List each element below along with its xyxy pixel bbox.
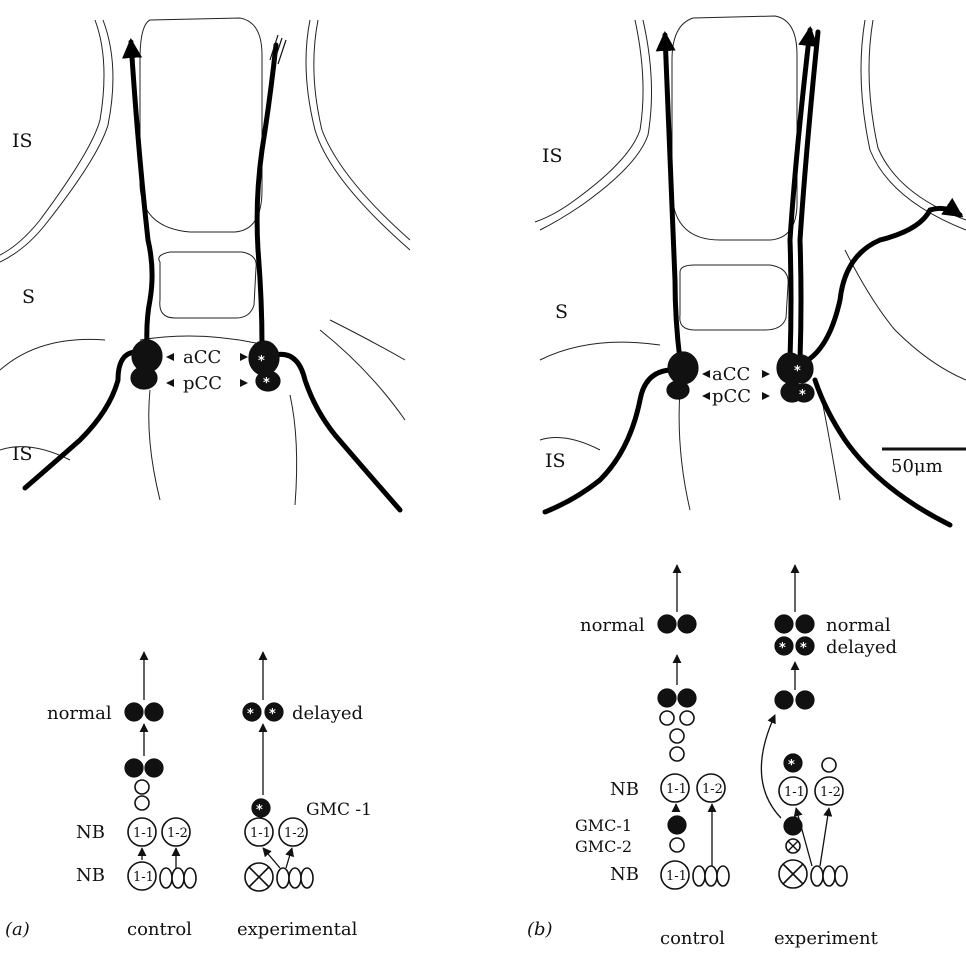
label-s-a: S (22, 286, 35, 308)
scale-bar-label: 50μm (891, 456, 943, 477)
b-delayed-label: delayed (826, 637, 897, 658)
panel-a-drawing: * * IS S IS aCC pCC (0, 18, 410, 510)
a-delayed-star-2: * (269, 707, 276, 722)
a-control-nb11-upper: 1-1 (133, 826, 154, 841)
a-delayed-label: delayed (292, 703, 363, 724)
b-control-label: control (660, 928, 725, 949)
a-control-label: control (127, 919, 192, 940)
b-control-nb11-lower: 1-1 (666, 869, 687, 884)
star-pcc-a: * (263, 376, 270, 391)
star-acc-a: * (258, 354, 265, 369)
a-normal-label: normal (47, 703, 112, 724)
star-pcc-b: * (799, 388, 806, 403)
a-experimental-label: experimental (237, 919, 358, 940)
a-exp-nb12: 1-2 (284, 826, 305, 841)
b-exp-nb12: 1-2 (820, 785, 841, 800)
panel-a-lineage: normal 1-1 1-2 NB 1-1 NB control * * del… (5, 652, 372, 940)
a-delayed-star-1: * (247, 707, 254, 722)
b-control-nb11-upper: 1-1 (666, 782, 687, 797)
a-nb-lower-label: NB (76, 865, 105, 886)
b-normal-left-label: normal (580, 615, 645, 636)
a-gmc1-label: GMC -1 (306, 800, 372, 820)
b-gmc1-label: GMC-1 (575, 816, 632, 835)
b-delayed-star-1: * (779, 641, 786, 656)
label-s-b: S (555, 301, 568, 323)
label-acc-a: aCC (183, 347, 221, 368)
b-delayed-star-2: * (800, 641, 807, 656)
label-is-top-b: IS (542, 145, 563, 167)
a-gmc-star: * (256, 803, 263, 818)
star-acc-b: * (794, 364, 801, 379)
panel-b-letter: (b) (527, 919, 553, 940)
panel-a-letter: (a) (5, 919, 30, 940)
a-control-nb11-lower: 1-1 (133, 870, 154, 885)
panel-b-lineage: normal 1-1 1-2 NB GMC-1 GMC-2 1-1 NB con… (527, 565, 897, 949)
b-normal-right-label: normal (826, 615, 891, 636)
b-control-nb12: 1-2 (702, 782, 723, 797)
b-gmc2-label: GMC-2 (575, 837, 632, 856)
label-is-top-a: IS (12, 130, 33, 152)
label-is-bottom-b: IS (545, 450, 566, 472)
label-acc-b: aCC (712, 364, 750, 385)
a-nb-upper-label: NB (76, 822, 105, 843)
panel-b-drawing: * * IS S IS aCC pCC 50μm (535, 16, 966, 525)
label-is-bottom-a: IS (12, 443, 33, 465)
b-exp-star: * (788, 758, 795, 773)
b-exp-nb11: 1-1 (784, 785, 805, 800)
b-experiment-label: experiment (774, 928, 879, 949)
a-control-nb12: 1-2 (167, 826, 188, 841)
a-exp-nb11: 1-1 (250, 826, 271, 841)
b-nb-upper-label: NB (610, 779, 639, 800)
label-pcc-b: pCC (712, 386, 751, 407)
label-pcc-a: pCC (183, 373, 222, 394)
b-nb-lower-label: NB (610, 864, 639, 885)
